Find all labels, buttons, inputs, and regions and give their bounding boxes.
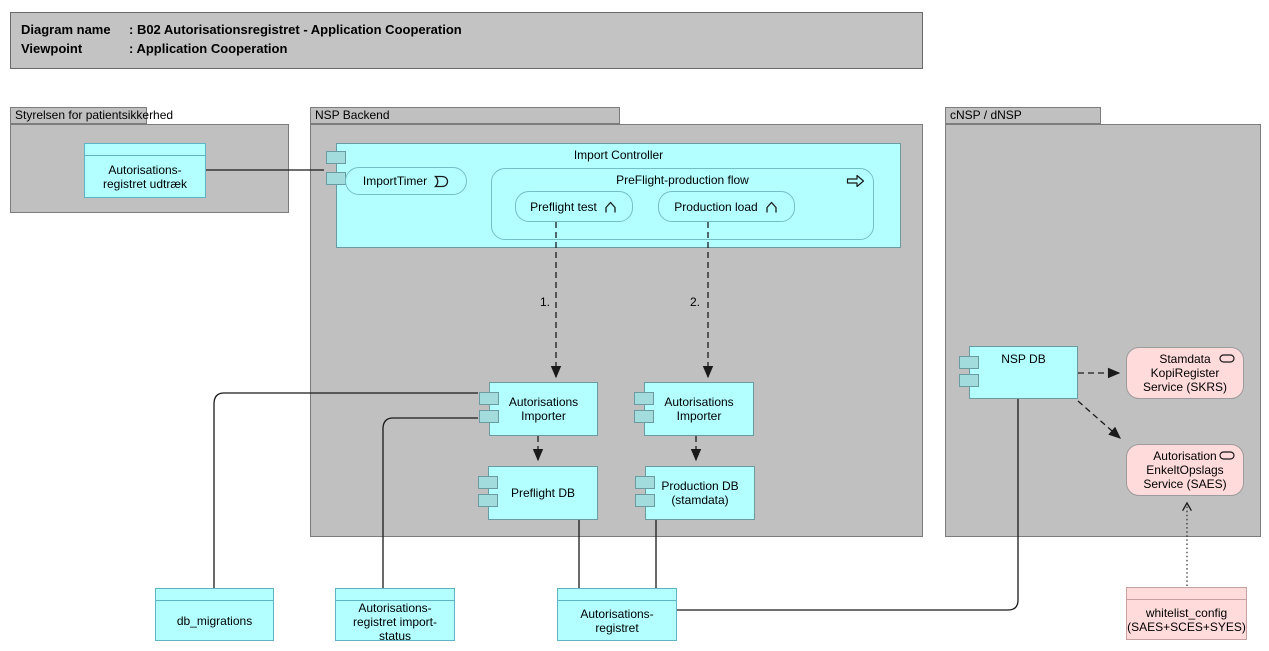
component-label: Import Controller [573, 148, 664, 162]
data-object-header-strip [156, 589, 273, 601]
event-import-timer[interactable]: ImportTimer [345, 167, 467, 195]
viewpoint-value: : Application Cooperation [129, 41, 288, 56]
component-label: Autorisations Importer [664, 395, 734, 423]
data-object-header-strip [558, 589, 676, 601]
data-object-label: db_migrations [176, 613, 253, 628]
component-icon [635, 476, 655, 489]
function-production-load[interactable]: Production load [658, 191, 795, 222]
component-label: Production DB (stamdata) [661, 479, 739, 507]
component-autorisations-importer-preflight[interactable]: Autorisations Importer [479, 382, 598, 436]
component-icon [634, 410, 654, 423]
data-object-autorisationsregistret-import-status[interactable]: Autorisations- registret import- status [335, 588, 455, 643]
group-label-cnsp: cNSP / dNSP [950, 108, 1022, 122]
service-label: Stamdata KopiRegister Service (SKRS) [1142, 352, 1228, 394]
component-icon [478, 476, 498, 489]
service-skrs[interactable]: Stamdata KopiRegister Service (SKRS) [1126, 347, 1244, 399]
event-label: ImportTimer [362, 174, 428, 188]
connector-step-1-label: 1. [539, 295, 550, 309]
component-label: NSP DB [1001, 352, 1046, 366]
data-object-header-strip [336, 589, 454, 601]
service-saes[interactable]: Autorisation EnkeltOpslags Service (SAES… [1126, 444, 1244, 496]
viewpoint-label: Viewpoint [21, 41, 83, 56]
component-icon [634, 392, 654, 405]
diagram-title-block: Diagram name : B02 Autorisationsregistret… [10, 12, 923, 69]
component-icon [326, 172, 346, 185]
group-label-nsp-backend: NSP Backend [315, 108, 390, 122]
component-icon [478, 494, 498, 507]
data-object-label: Autorisations- registret import- status [352, 601, 438, 643]
diagram-name-row: Diagram name : B02 Autorisationsregistret… [21, 20, 922, 39]
component-nsp-db[interactable]: NSP DB [959, 346, 1078, 399]
data-object-label: whitelist_config (SAES+SCES+SYES) [1127, 605, 1246, 634]
group-tab-styrelsen[interactable]: Styrelsen for patientsikkerhed [10, 107, 173, 124]
component-icon [635, 494, 655, 507]
component-label: Autorisations Importer [508, 395, 579, 423]
flow-arrow-icon [846, 174, 865, 188]
data-object-db-migrations[interactable]: db_migrations [155, 588, 274, 641]
component-icon [479, 392, 499, 405]
data-object-autorisationsregistret[interactable]: Autorisations- registret [557, 588, 677, 641]
component-preflight-db[interactable]: Preflight DB [478, 466, 598, 520]
process-label: PreFlight-production flow [616, 173, 749, 187]
event-icon [434, 175, 449, 187]
data-object-header-strip [1127, 588, 1246, 600]
function-preflight-test[interactable]: Preflight test [515, 191, 633, 222]
service-oval-icon [1219, 354, 1235, 363]
component-icon [479, 410, 499, 423]
component-icon [959, 356, 979, 369]
component-autorisations-importer-production[interactable]: Autorisations Importer [634, 382, 754, 436]
component-label: Preflight DB [510, 486, 576, 500]
function-label: Preflight test [530, 199, 597, 214]
data-object-label: Autorisations- registret [580, 606, 654, 635]
data-object-autorisationsregistret-udtraek[interactable]: Autorisations- registret udtræk [84, 143, 206, 198]
data-object-header-strip [85, 144, 205, 156]
component-icon [959, 374, 979, 387]
group-tab-cnsp[interactable]: cNSP / dNSP [945, 107, 1101, 124]
service-label: Autorisation EnkeltOpslags Service (SAES… [1143, 449, 1227, 491]
component-icon [326, 151, 346, 164]
function-label: Production load [674, 199, 758, 214]
data-object-whitelist-config[interactable]: whitelist_config (SAES+SCES+SYES) [1126, 587, 1247, 640]
diagram-name-value: : B02 Autorisationsregistret - Applicati… [129, 22, 462, 37]
group-tab-nsp-backend[interactable]: NSP Backend [310, 107, 620, 124]
function-chevron-icon [766, 201, 777, 213]
function-chevron-icon [605, 201, 616, 213]
group-label-styrelsen: Styrelsen for patientsikkerhed [15, 108, 174, 122]
connector-step-2-label: 2. [689, 295, 700, 309]
viewpoint-row: Viewpoint : Application Cooperation [21, 39, 922, 58]
diagram-name-label: Diagram name [21, 22, 111, 37]
component-production-db[interactable]: Production DB (stamdata) [635, 466, 755, 520]
service-oval-icon [1219, 451, 1235, 460]
data-object-label: Autorisations- registret udtræk [102, 162, 188, 191]
